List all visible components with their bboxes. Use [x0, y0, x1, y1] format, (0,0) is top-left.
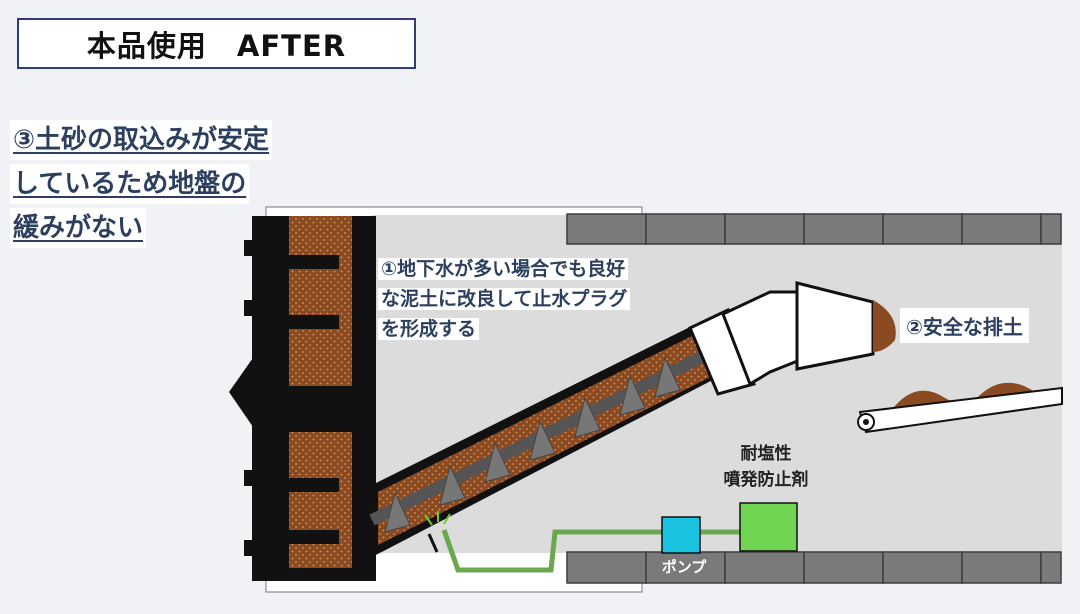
- agent-line-1: 耐塩性: [740, 444, 792, 464]
- discharge-gate: [688, 281, 896, 396]
- belt-conveyor: [857, 382, 1063, 434]
- page-title: 本品使用 AFTER: [86, 28, 347, 63]
- agent-line-2: 噴発防止剤: [723, 470, 809, 490]
- cutter-head: [229, 216, 376, 581]
- agent-label: 耐塩性 噴発防止剤: [712, 441, 820, 493]
- point1-line-1: ①地下水が多い場合でも良好: [378, 258, 629, 280]
- screw-conveyor: [369, 322, 728, 557]
- point2-label: ②安全な排土: [900, 308, 1029, 343]
- point1-line-2: な泥土に改良して止水プラグ: [378, 288, 631, 310]
- injection-line: [424, 511, 740, 573]
- point1-label: ①地下水が多い場合でも良好 な泥土に改良して止水プラグ を形成する: [378, 254, 698, 344]
- point1-line-3: を形成する: [378, 318, 480, 340]
- pump-box: [661, 516, 701, 554]
- point3-line-1: ③土砂の取込みが安定: [10, 120, 273, 160]
- segment-row-bottom: [566, 551, 1062, 584]
- point3-note: ③土砂の取込みが安定 しているため地盤の 緩みがない: [10, 119, 320, 251]
- pump-label: ポンプ: [661, 558, 707, 576]
- title-box: 本品使用 AFTER: [17, 18, 416, 69]
- point3-line-2: しているため地盤の: [10, 164, 250, 204]
- segment-row-top: [566, 213, 1062, 245]
- point3-line-3: 緩みがない: [10, 208, 147, 248]
- agent-tank: [739, 502, 798, 552]
